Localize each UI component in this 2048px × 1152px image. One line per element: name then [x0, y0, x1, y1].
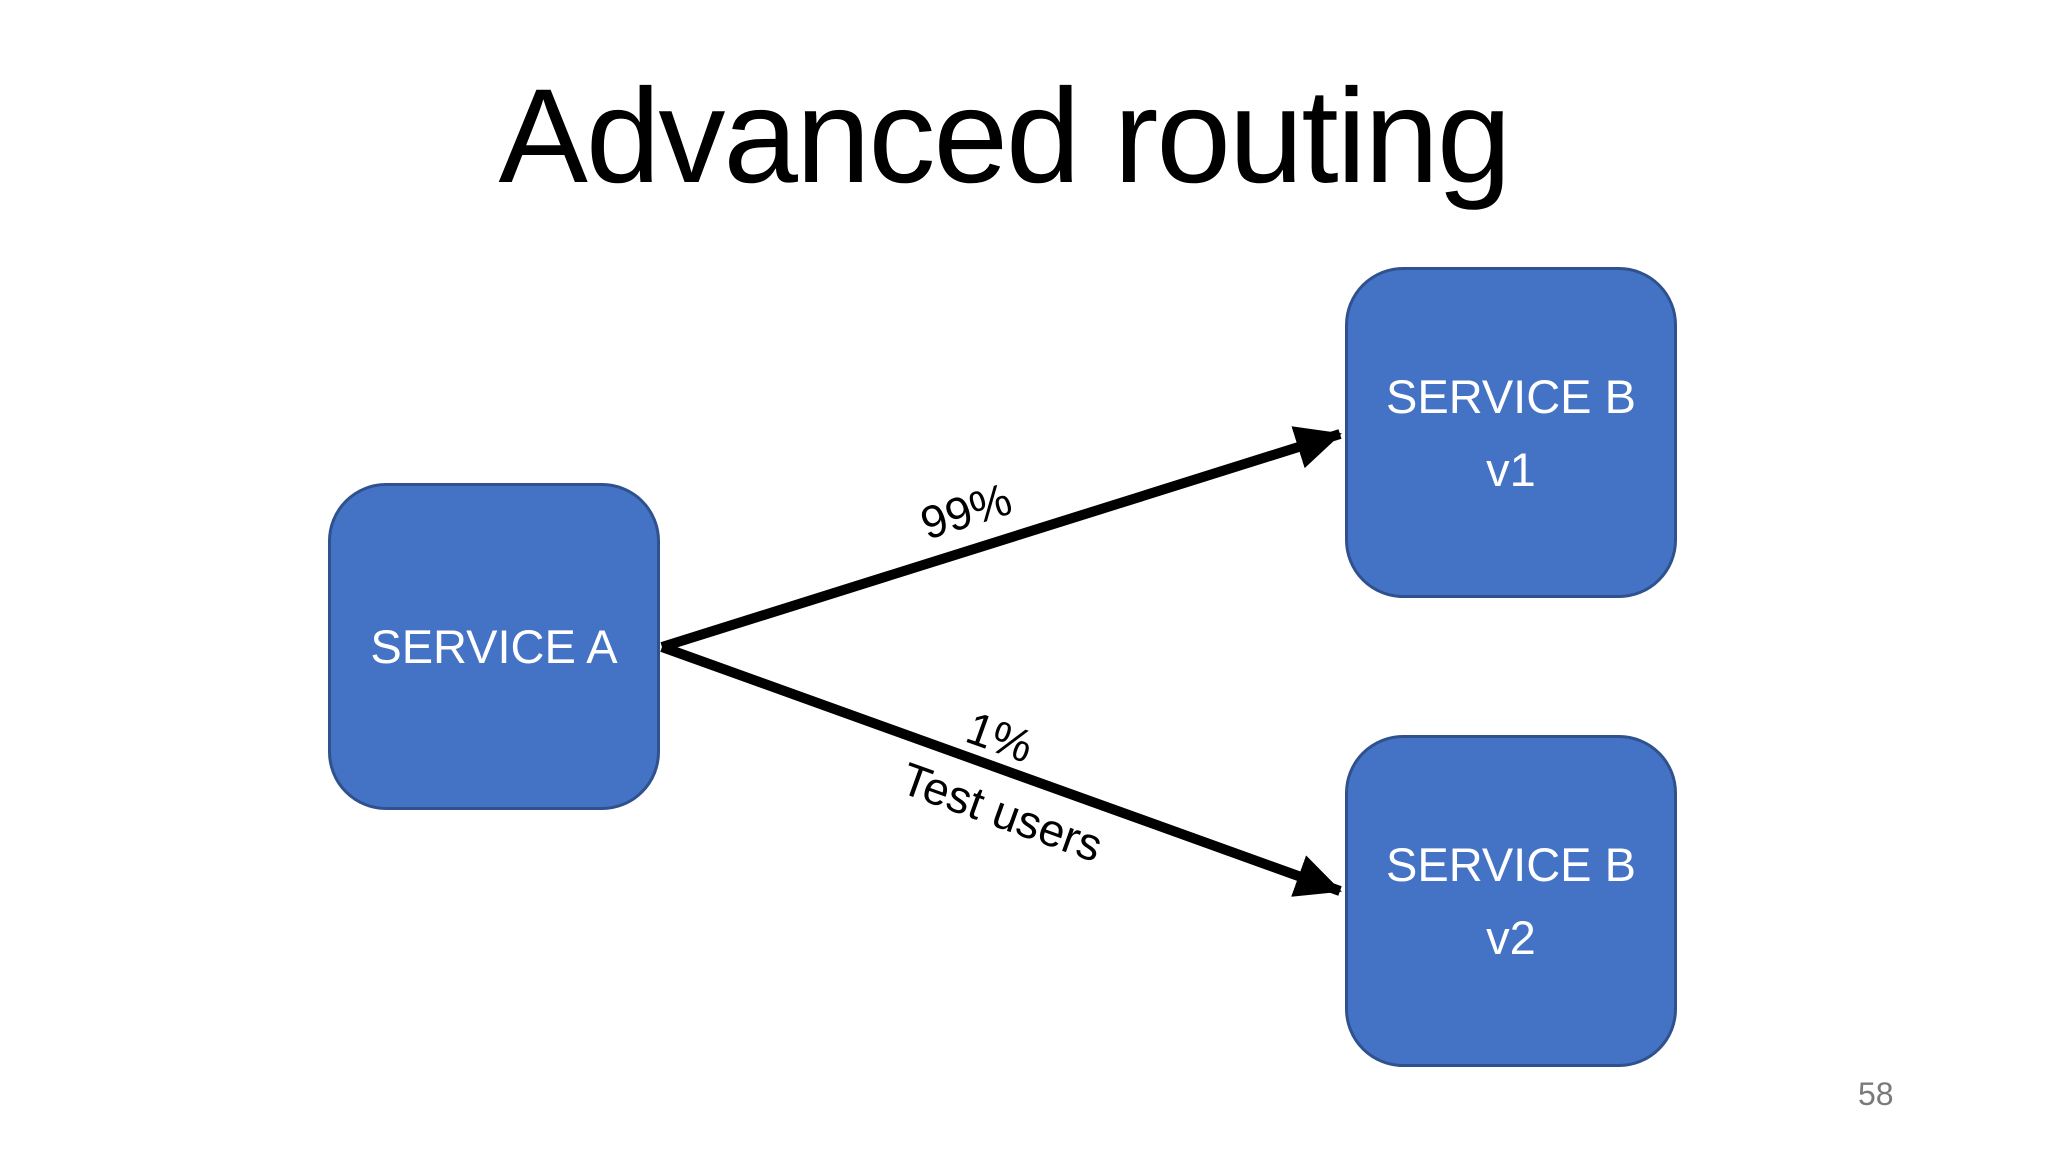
edge-99-arrow [660, 426, 1342, 652]
edge-label-test-users: Test users [894, 752, 1110, 872]
node-service-b-v2: SERVICE B v2 [1345, 735, 1677, 1067]
slide-title: Advanced routing [498, 62, 1512, 211]
node-service-a-label: SERVICE A [370, 620, 618, 673]
edge-1-arrow [660, 642, 1342, 897]
node-service-b-v2-version: v2 [1486, 911, 1536, 964]
edge-label-1-percent: 1% [959, 701, 1041, 773]
node-service-b-v1-version: v1 [1486, 442, 1536, 496]
page-number: 58 [1858, 1076, 1894, 1112]
node-service-b-v1-label: SERVICE B [1386, 369, 1636, 423]
node-service-b-v2-label: SERVICE B [1386, 838, 1636, 891]
node-service-b-v1: SERVICE B v1 [1345, 267, 1677, 598]
edge-label-99-percent: 99% [914, 472, 1018, 550]
node-service-a: SERVICE A [328, 483, 660, 810]
